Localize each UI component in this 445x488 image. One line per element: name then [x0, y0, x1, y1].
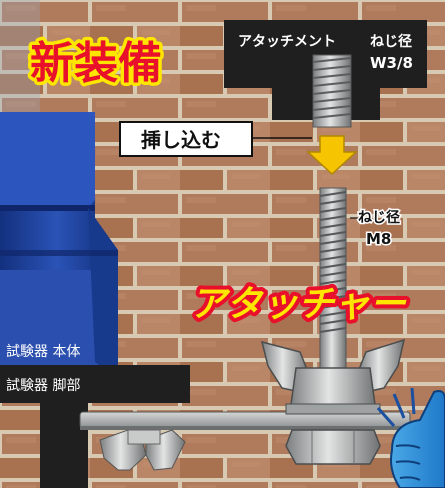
attachment-thread-label: ねじ径 — [370, 33, 412, 50]
svg-text:アタッチャー: アタッチャー — [190, 284, 407, 325]
headline-text: 新装備 — [30, 38, 162, 89]
insert-callout — [119, 121, 312, 157]
attachment-label: アタッチメント — [238, 34, 336, 50]
wing-nut — [260, 338, 406, 415]
svg-text:新装備: 新装備 — [30, 38, 162, 89]
headline: 新装備 新装備 — [27, 35, 166, 93]
svg-text:ねじ径: ねじ径 — [358, 209, 400, 226]
lower-wing-nut — [99, 429, 186, 471]
tester-leg — [0, 365, 190, 488]
tester-body — [0, 112, 118, 378]
body-label: 試験器 本体 — [6, 344, 80, 360]
hex-nut — [285, 429, 381, 465]
bolt-thread-size: M8 — [366, 230, 391, 248]
bolt-thread-label-group: ねじ径 ねじ径 M8 M8 — [357, 208, 402, 250]
svg-text:M8: M8 — [366, 230, 391, 248]
bolt-thread-label: ねじ径 — [358, 209, 400, 226]
thumbs-up-icon — [376, 387, 445, 488]
product-name: アタッチャー アタッチャー — [186, 280, 411, 329]
insert-label: 挿し込む — [141, 128, 221, 152]
attacher-plate — [79, 411, 411, 430]
bolt — [319, 187, 347, 379]
attachment-block — [224, 20, 427, 128]
insert-down-arrow — [306, 135, 358, 176]
product-name-text: アタッチャー — [190, 284, 407, 325]
attachment-thread-size: W3/8 — [370, 54, 413, 72]
leg-label: 試験器 脚部 — [6, 378, 80, 394]
